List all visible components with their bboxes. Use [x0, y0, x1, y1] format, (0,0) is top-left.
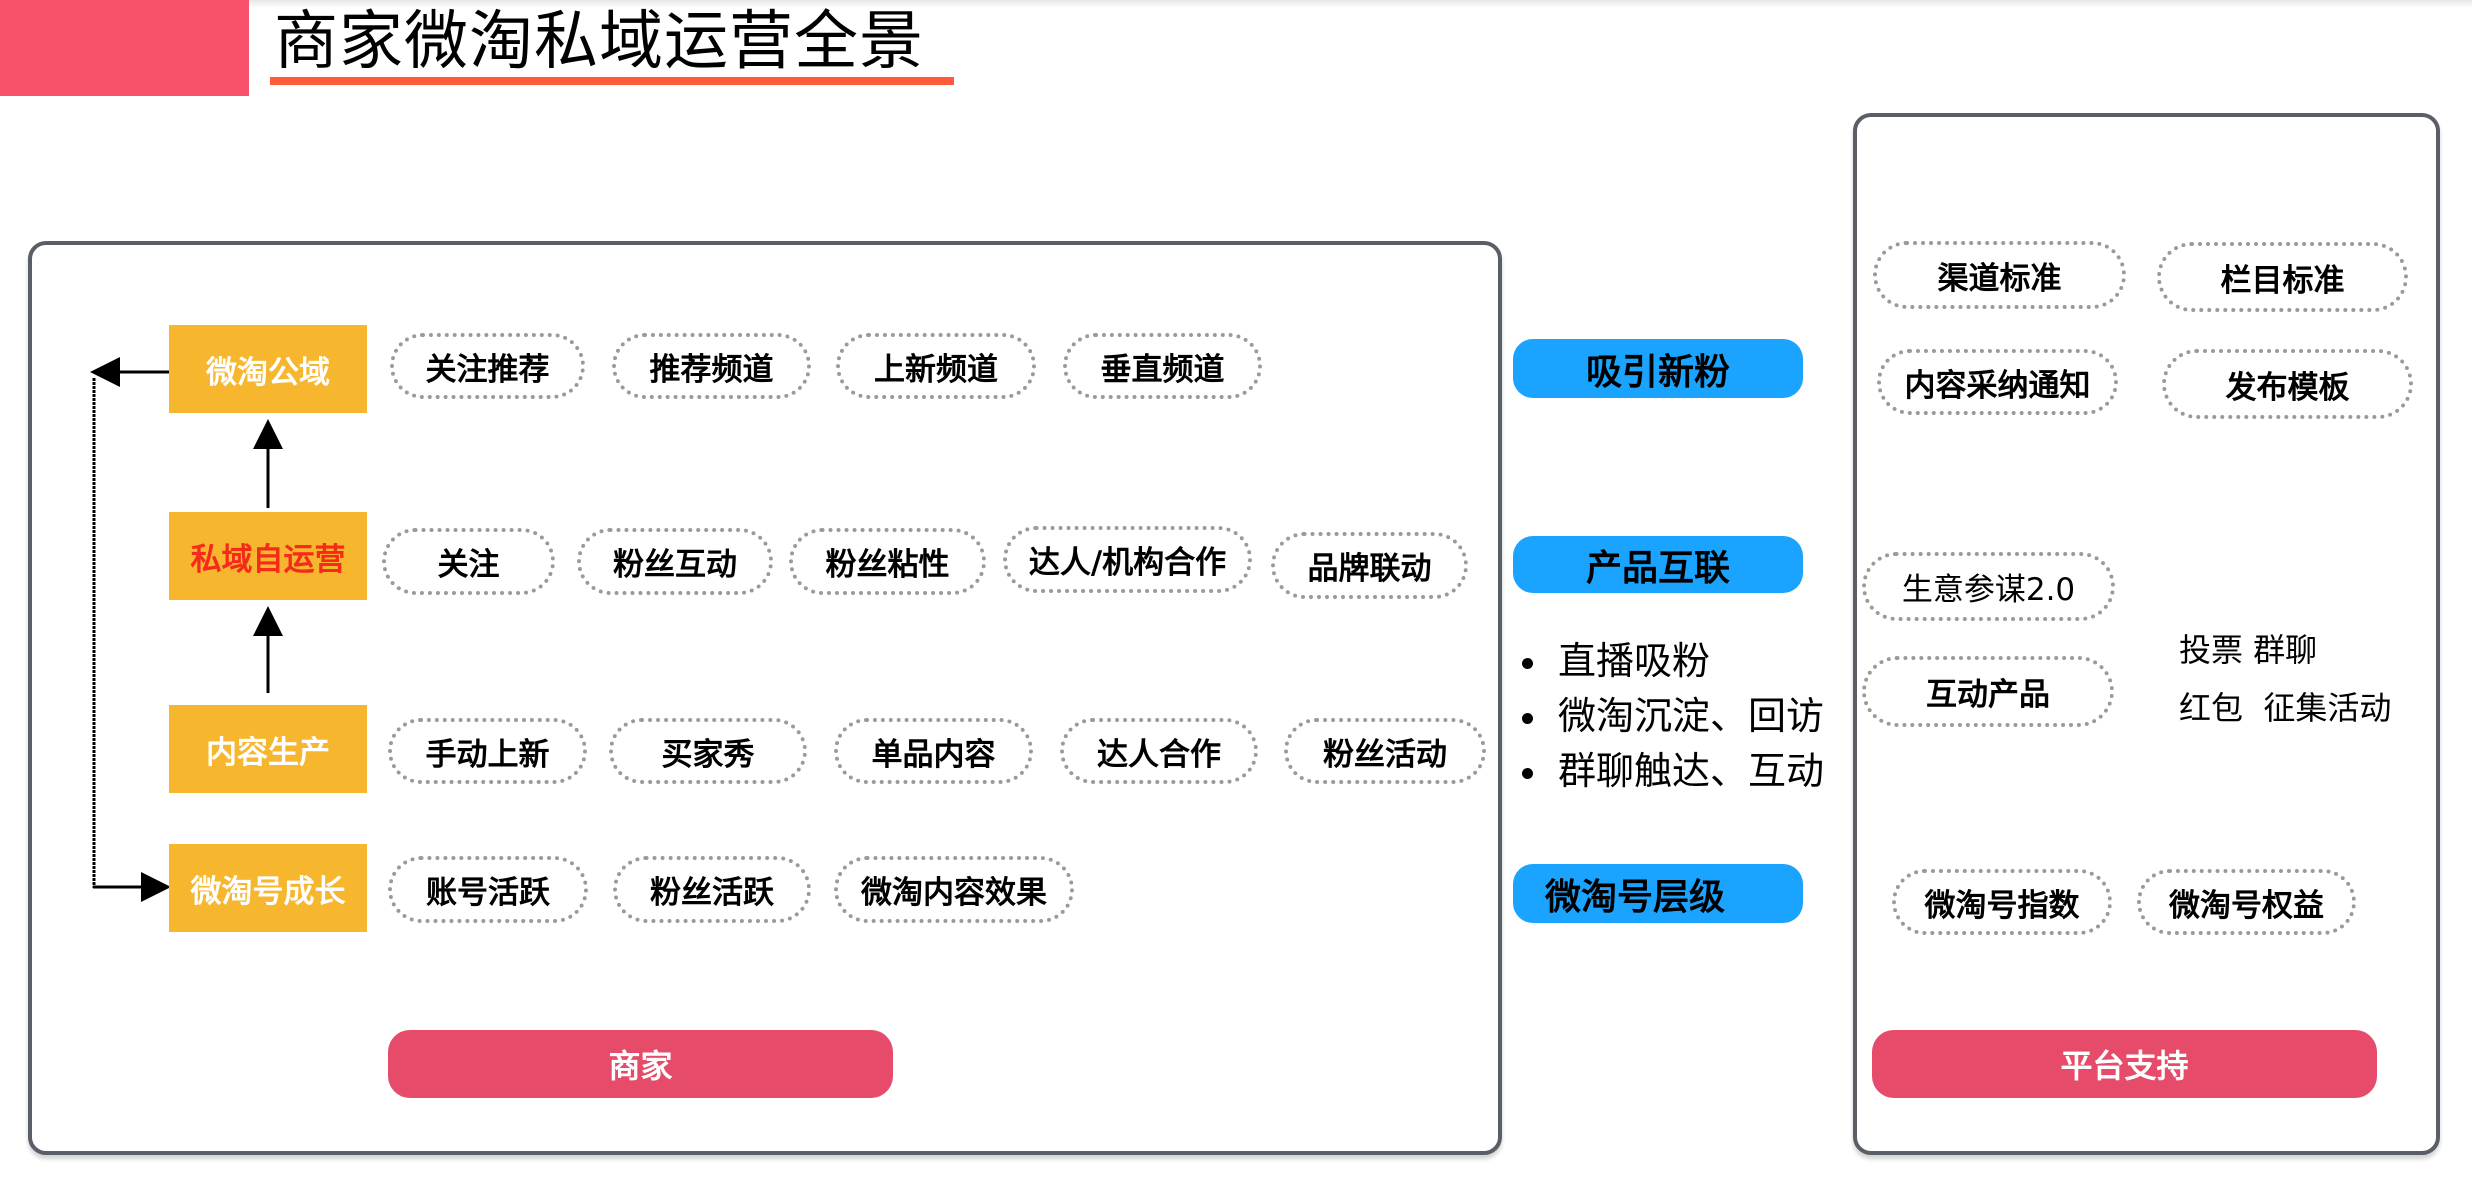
platform-pill: 互动产品 — [1862, 656, 2114, 727]
item-pill: 达人/机构合作 — [1003, 526, 1252, 593]
top-shade — [0, 0, 2472, 8]
item-pill: 关注推荐 — [390, 333, 585, 399]
item-pill: 粉丝粘性 — [789, 528, 986, 595]
item-pill: 手动上新 — [388, 718, 587, 784]
stage-public-domain: 微淘公域 — [169, 325, 367, 413]
platform-pill: 栏目标准 — [2157, 242, 2408, 312]
platform-support-button[interactable]: 平台支持 — [1872, 1030, 2377, 1098]
page-title: 商家微淘私域运营全景 — [274, 5, 924, 79]
item-pill: 达人合作 — [1060, 718, 1258, 784]
stage-content-production: 内容生产 — [169, 705, 367, 793]
item-pill: 粉丝活动 — [1284, 718, 1486, 784]
item-pill: 微淘内容效果 — [834, 856, 1074, 923]
stage-label: 私域自运营 — [190, 541, 346, 578]
stage-label: 微淘号成长 — [190, 873, 346, 910]
item-pill: 账号活跃 — [388, 856, 588, 923]
item-pill: 关注 — [382, 528, 555, 595]
platform-pill: 生意参谋2.0 — [1862, 552, 2115, 621]
item-pill: 买家秀 — [609, 718, 807, 784]
item-pill: 垂直频道 — [1063, 333, 1262, 399]
stage-label: 内容生产 — [206, 734, 330, 771]
merchant-label-button[interactable]: 商家 — [388, 1030, 893, 1098]
bullet-item: 直播吸粉 — [1514, 634, 1824, 689]
tag-account-level: 微淘号层级 — [1513, 864, 1803, 923]
feature-bullets: 直播吸粉 微淘沉淀、回访 群聊触达、互动 — [1514, 634, 1824, 799]
tag-product-link: 产品互联 — [1513, 536, 1803, 593]
platform-pill: 微淘号指数 — [1892, 869, 2112, 935]
stage-private-operation: 私域自运营 — [169, 512, 367, 600]
item-pill: 品牌联动 — [1271, 532, 1468, 599]
interaction-features-line2: 红包 征集活动 — [2179, 689, 2392, 727]
item-pill: 粉丝互动 — [577, 528, 773, 595]
item-pill: 推荐频道 — [612, 333, 811, 399]
item-pill: 单品内容 — [834, 718, 1033, 784]
item-pill: 粉丝活跃 — [613, 856, 811, 923]
bullet-item: 群聊触达、互动 — [1514, 744, 1824, 799]
accent-block — [0, 0, 249, 96]
bullet-item: 微淘沉淀、回访 — [1514, 689, 1824, 744]
item-pill: 上新频道 — [836, 333, 1036, 399]
interaction-features-line1: 投票 群聊 — [2179, 631, 2318, 669]
title-underline — [270, 77, 954, 85]
stage-account-growth: 微淘号成长 — [169, 844, 367, 932]
platform-pill: 发布模板 — [2162, 349, 2413, 419]
platform-pill: 渠道标准 — [1873, 241, 2126, 309]
tag-attract-fans: 吸引新粉 — [1513, 339, 1803, 398]
stage-label: 微淘公域 — [206, 354, 330, 391]
platform-pill: 内容采纳通知 — [1877, 349, 2118, 415]
platform-pill: 微淘号权益 — [2137, 869, 2356, 935]
